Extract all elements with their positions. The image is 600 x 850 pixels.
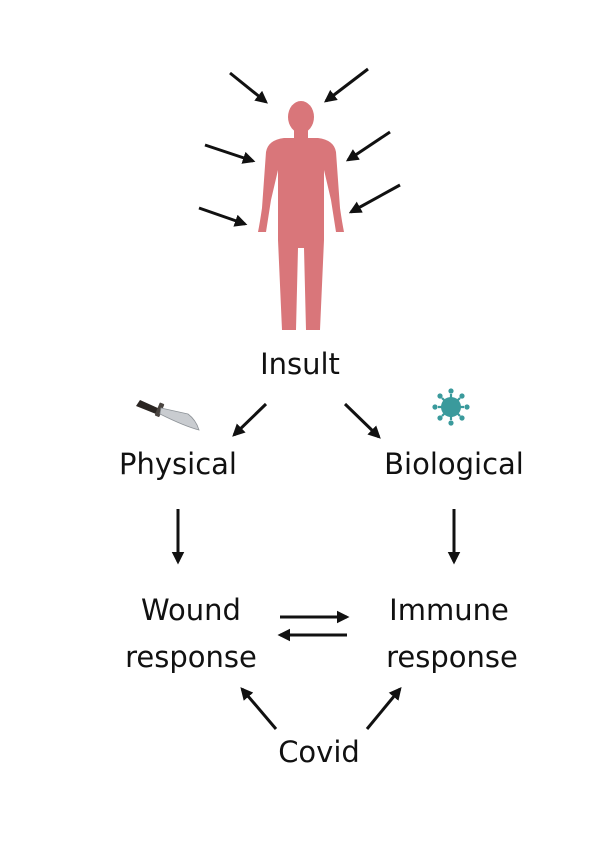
immune-response-label-line1: Immune — [389, 593, 509, 627]
immune-response-label-line2: response — [386, 640, 518, 674]
virus-icon — [432, 388, 470, 426]
insult-arrow — [345, 130, 391, 162]
insult-arrow — [348, 183, 401, 214]
wound-response-label-line2: response — [125, 640, 257, 674]
knife-icon — [136, 400, 200, 431]
insult-label: Insult — [260, 347, 340, 381]
insult-arrow — [204, 143, 256, 164]
insult-arrow — [323, 67, 369, 103]
arrow-covid-to-immune — [365, 687, 402, 730]
arrow-covid-to-wound — [240, 687, 278, 730]
wound-response-label-line1: Wound — [141, 593, 241, 627]
human-figure-icon — [258, 101, 344, 330]
physical-label: Physical — [119, 447, 237, 481]
covid-label: Covid — [278, 735, 360, 769]
insult-arrows — [198, 67, 401, 227]
insult-arrow — [198, 206, 248, 227]
insult-arrow — [229, 71, 268, 104]
arrow-insult-to-biological — [343, 402, 381, 439]
biological-label: Biological — [384, 447, 524, 481]
arrow-insult-to-physical — [232, 402, 268, 437]
